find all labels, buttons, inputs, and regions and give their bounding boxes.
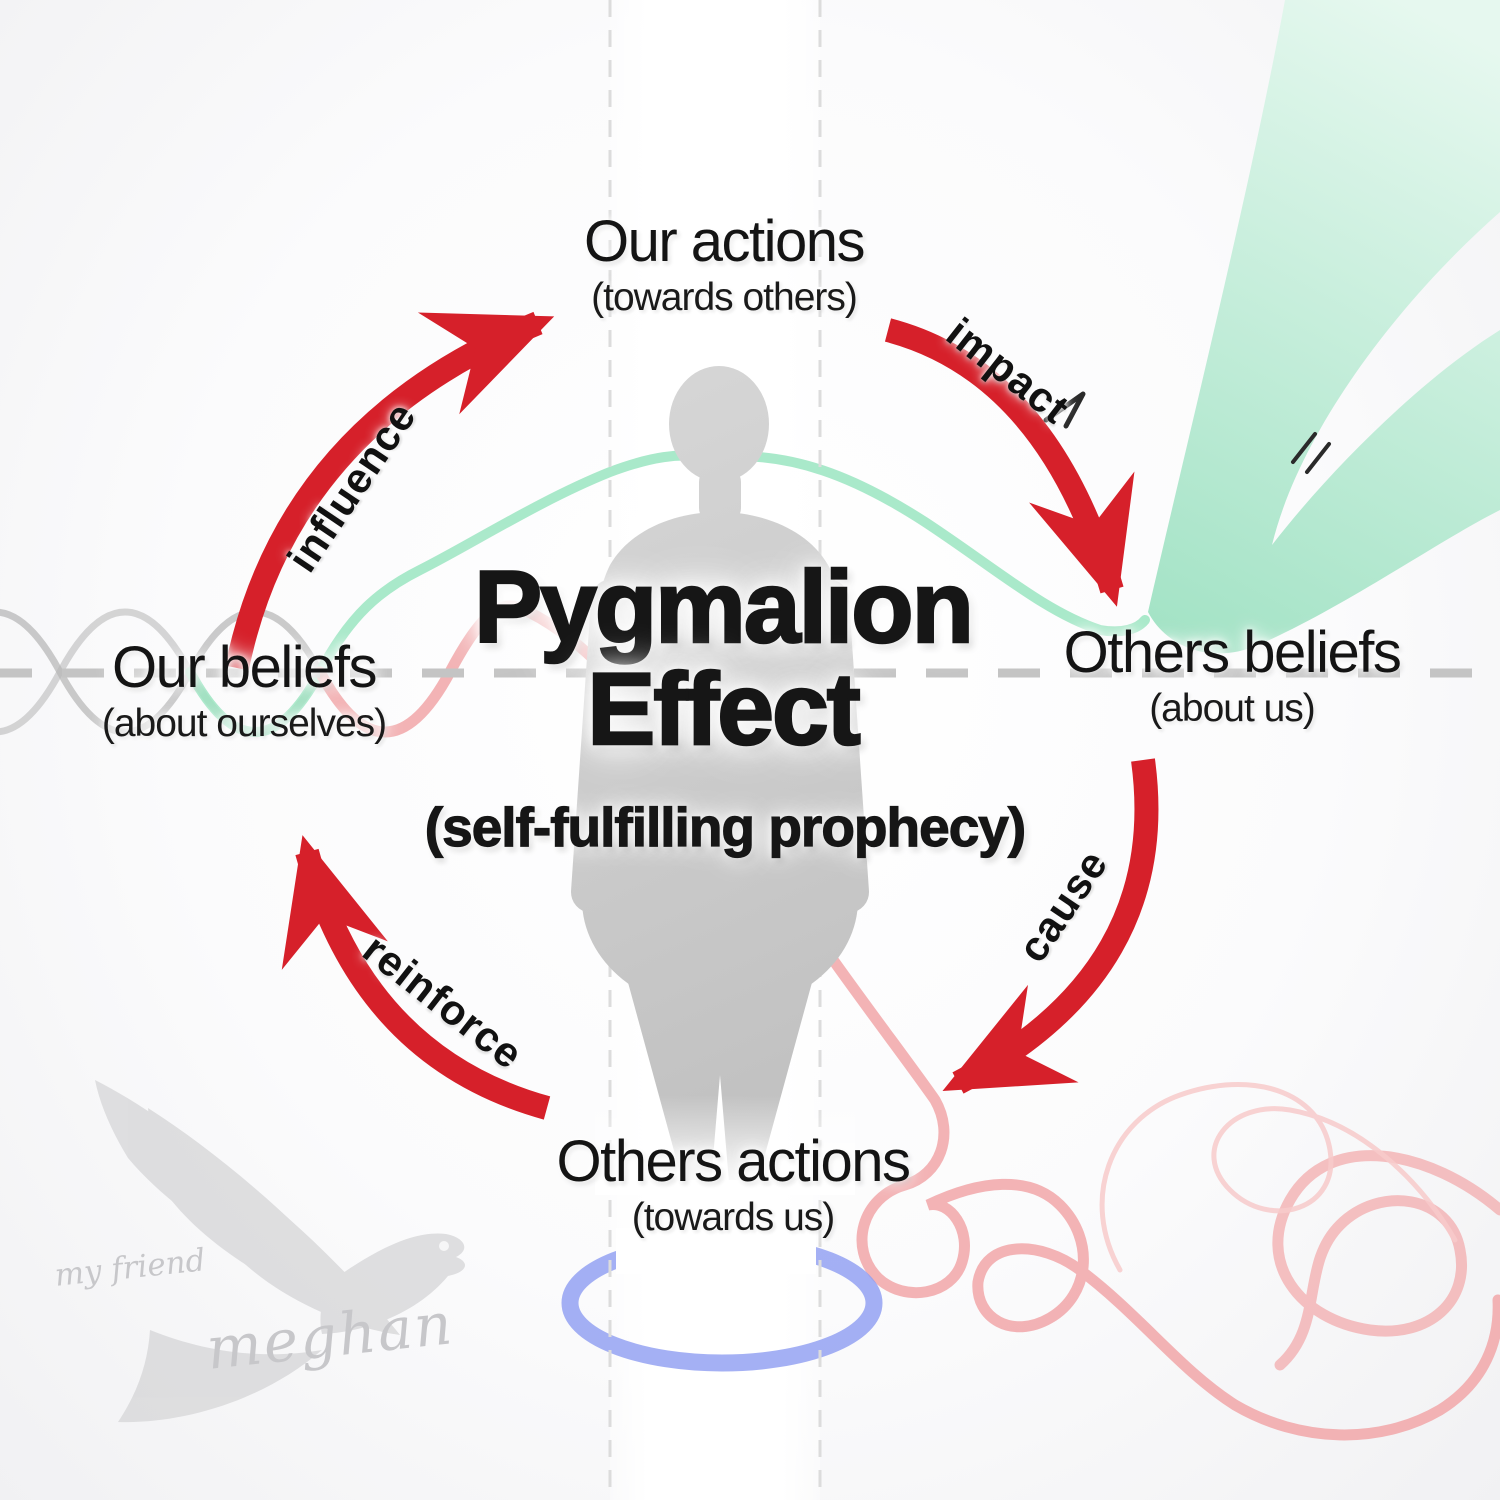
node-others-actions-label: Others actions — [556, 1128, 911, 1194]
node-others-beliefs: Others beliefs (about us) — [1063, 619, 1402, 731]
mint-ribbon — [1148, 0, 1500, 654]
title-line-1: Pygmalion — [473, 550, 975, 664]
diagram-subtitle: (self-fulfilling prophecy) — [424, 795, 1027, 858]
node-our-beliefs-sublabel: (about ourselves) — [101, 702, 387, 746]
arrow-influence — [225, 311, 555, 671]
diagram-title: Pygmalion Effect — [473, 550, 975, 766]
ring-gap-mask — [616, 1228, 816, 1274]
node-others-actions: Others actions (towards us) — [556, 1128, 911, 1240]
node-others-actions-sublabel: (towards us) — [631, 1196, 836, 1240]
figure-fade — [595, 1095, 855, 1195]
person-silhouette — [571, 366, 869, 1182]
arrow-cause — [942, 758, 1159, 1094]
node-others-beliefs-sublabel: (about us) — [1149, 687, 1316, 731]
node-our-beliefs: Our beliefs (about ourselves) — [101, 634, 387, 746]
node-our-actions-sublabel: (towards others) — [591, 276, 858, 320]
cycle-arrows — [225, 311, 1159, 1120]
node-our-actions-label: Our actions — [583, 208, 866, 274]
node-our-actions: Our actions (towards others) — [583, 208, 866, 320]
sketch-marks — [1043, 391, 1331, 474]
bird-eye-icon — [439, 1241, 449, 1251]
node-others-beliefs-label: Others beliefs — [1063, 619, 1402, 685]
node-our-beliefs-label: Our beliefs — [112, 634, 377, 700]
pink-scribble — [1272, 1150, 1500, 1371]
title-line-2: Effect — [586, 652, 862, 766]
arrow-reinforce — [281, 835, 551, 1120]
pink-scribble-thin — [1099, 1082, 1458, 1273]
arrow-impact — [884, 318, 1135, 607]
